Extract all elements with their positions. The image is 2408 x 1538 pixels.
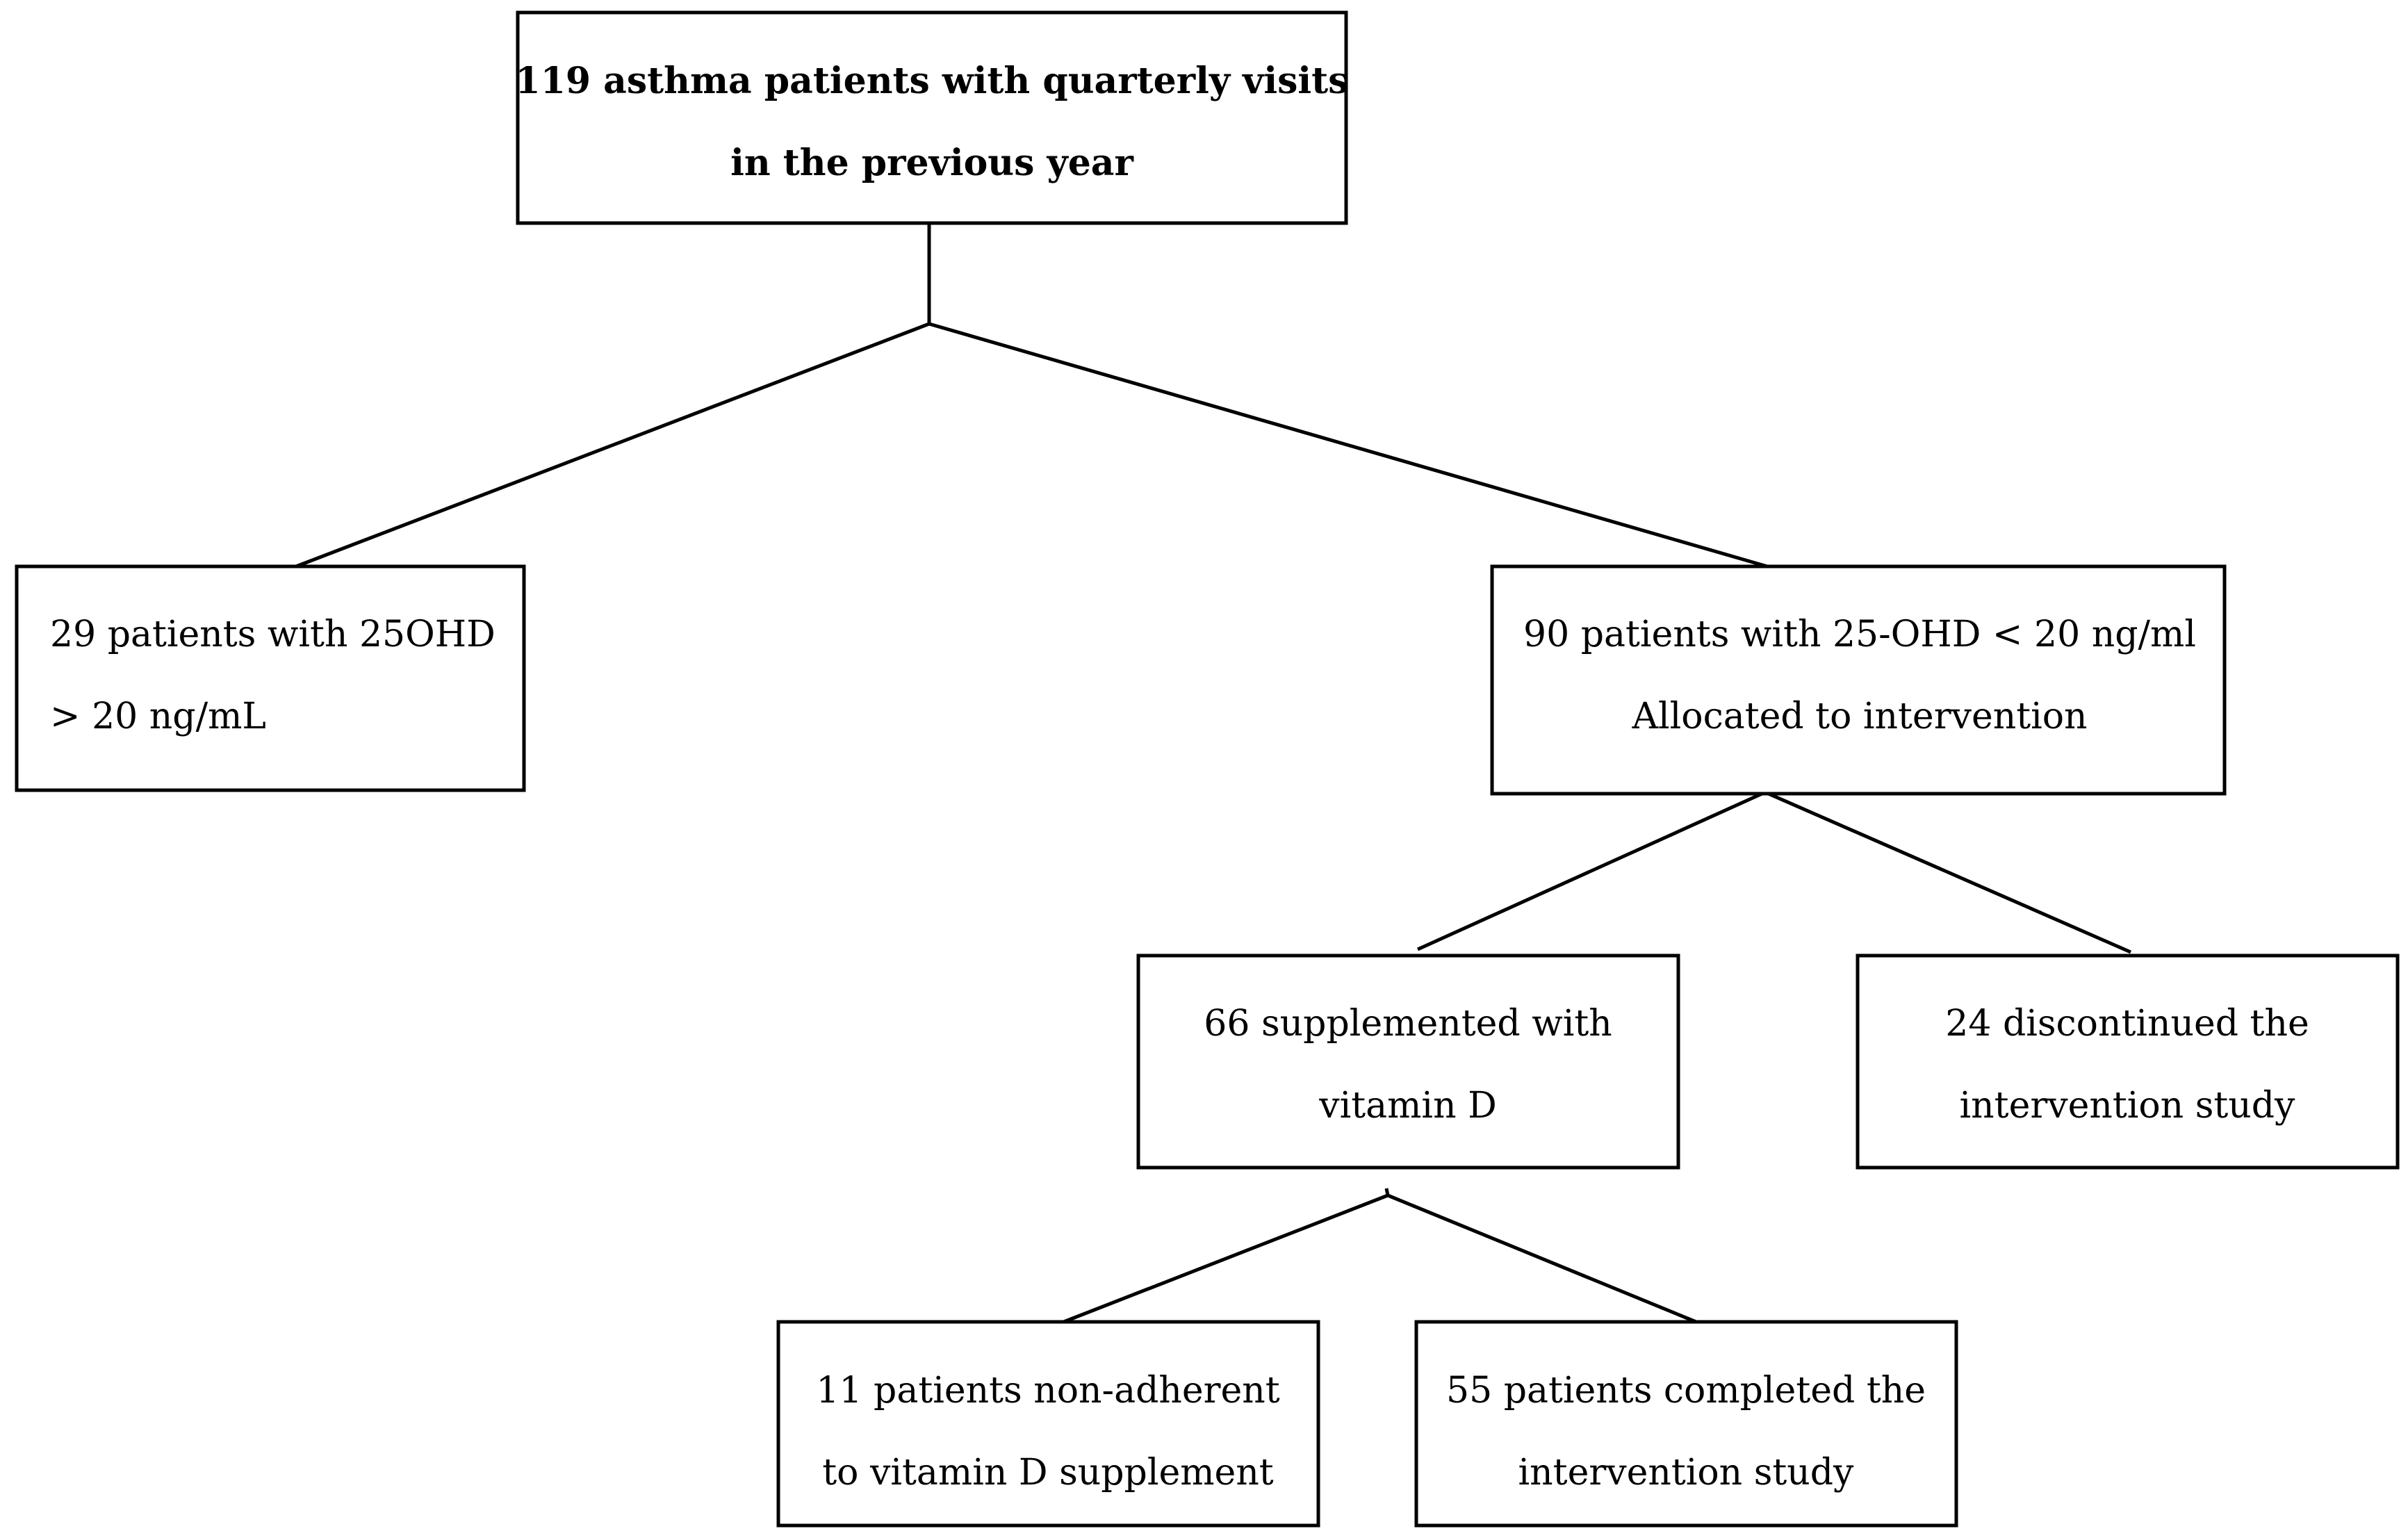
edge-total-to-sufficient [286,217,931,572]
edge-total-to-deficient [928,322,1768,568]
node-deficient-vitamin-d: 90 patients with 25-OHD < 20 ng/ml Alloc… [1490,564,2227,796]
node-sufficient-vitamin-d: 29 patients with 25OHD > 20 ng/mL [15,564,526,792]
node-deficient-box [1490,564,2227,796]
connector-lines [286,217,2132,1325]
node-deficient-line-1: 90 patients with 25-OHD < 20 ng/ml [1523,614,2196,655]
node-non-adherent: 11 patients non-adherent to vitamin D su… [776,1320,1320,1528]
node-discontinued-line-1: 24 discontinued the [1945,1003,2309,1045]
node-total-box [516,10,1348,225]
edge-deficient-to-supplemented [1416,790,1767,951]
node-supplemented-line-1: 66 supplemented with [1204,1003,1612,1045]
node-supplemented: 66 supplemented with vitamin D [1136,954,1680,1170]
node-completed-box [1414,1320,1958,1528]
node-total-line-2: in the previous year [730,142,1133,184]
node-discontinued-box [1856,954,2400,1170]
node-total-line-1: 119 asthma patients with quarterly visit… [516,60,1349,102]
node-non-adherent-line-2: to vitamin D supplement [822,1452,1274,1494]
node-supplemented-box [1136,954,1680,1170]
edge-supplemented-to-non-adherent [1061,1188,1390,1325]
node-total-patients: 119 asthma patients with quarterly visit… [516,10,1349,225]
node-non-adherent-box [776,1320,1320,1528]
edge-deficient-to-discontinued [1764,790,2132,954]
node-discontinued: 24 discontinued the intervention study [1856,954,2400,1170]
node-supplemented-line-2: vitamin D [1318,1085,1497,1127]
node-completed-line-1: 55 patients completed the [1446,1370,1926,1412]
node-discontinued-line-2: intervention study [1960,1085,2296,1127]
node-non-adherent-line-1: 11 patients non-adherent [816,1370,1279,1412]
node-sufficient-line-2: > 20 ng/mL [50,696,266,737]
node-completed-line-2: intervention study [1518,1452,1855,1494]
node-deficient-line-2: Allocated to intervention [1631,696,2087,737]
node-completed: 55 patients completed the intervention s… [1414,1320,1958,1528]
edge-supplemented-to-completed [1387,1193,1698,1325]
node-sufficient-line-1: 29 patients with 25OHD [50,614,495,655]
node-sufficient-box [15,564,526,792]
